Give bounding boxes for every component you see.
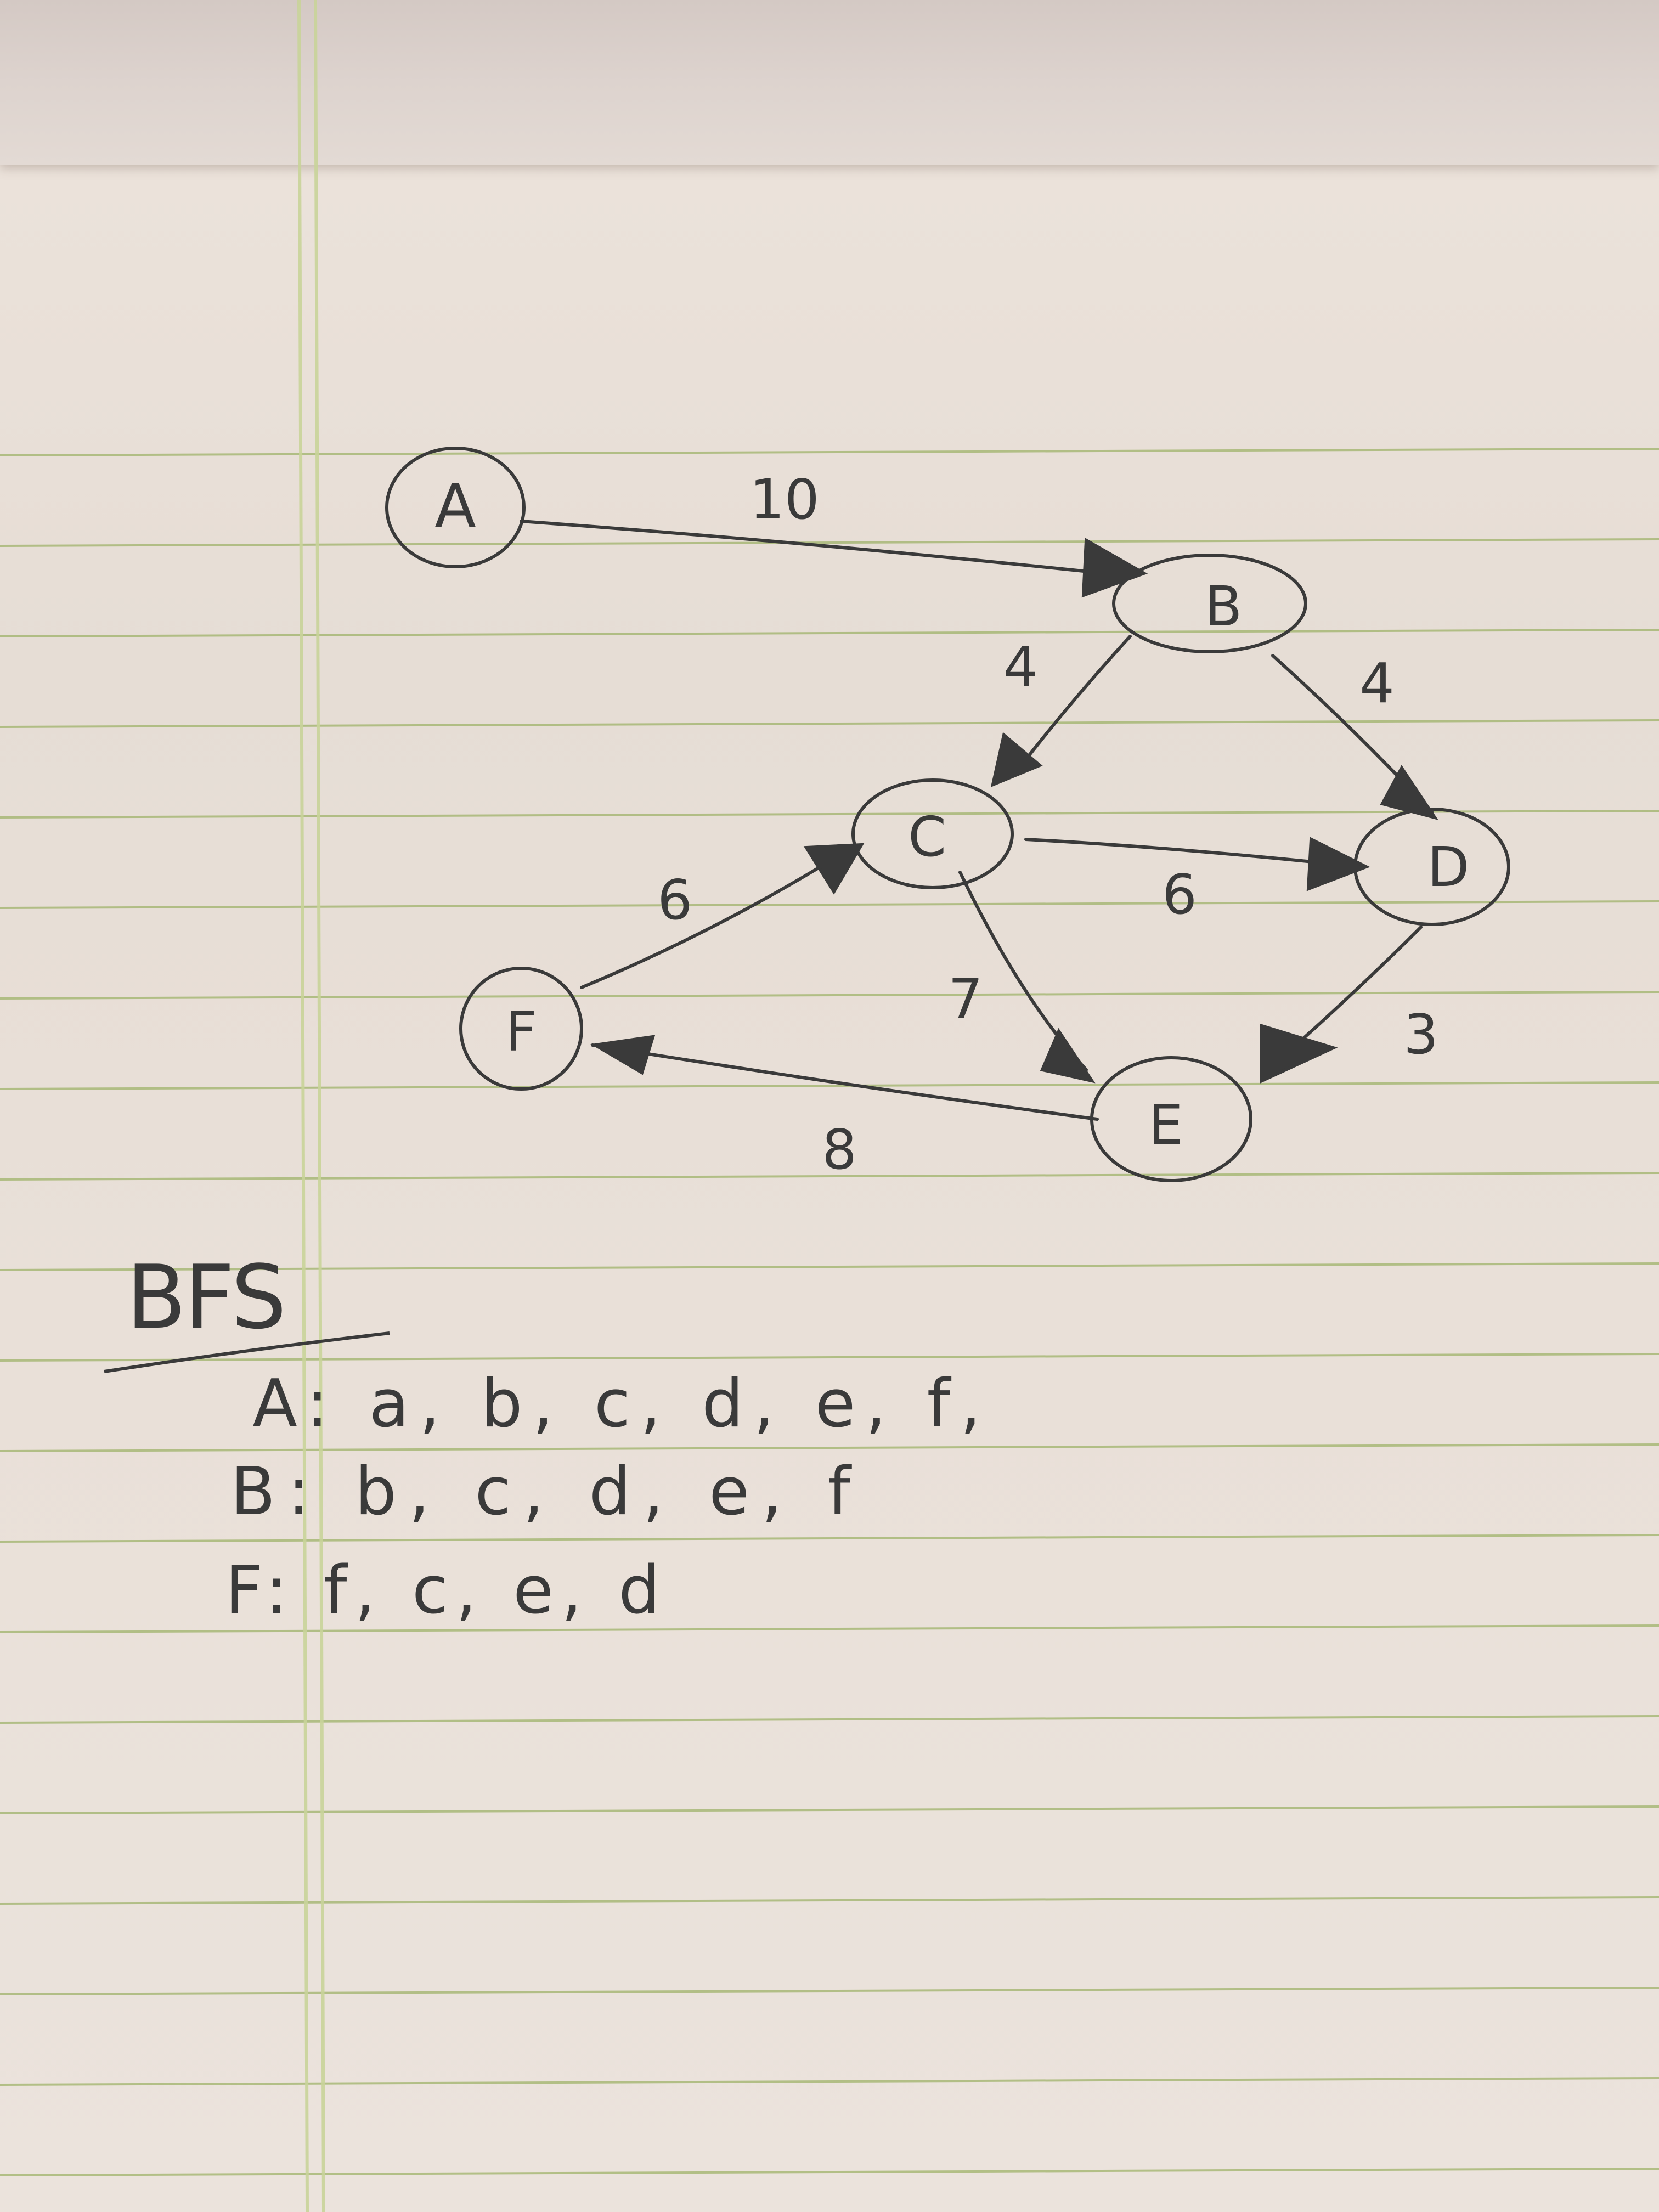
rule-line — [0, 1896, 1659, 1905]
node-d-circle — [1353, 808, 1510, 926]
rule-line — [0, 1081, 1659, 1090]
rule-line — [0, 1987, 1659, 1995]
node-f-label: F — [505, 1000, 537, 1064]
edge-a-b-arrowhead — [1081, 537, 1148, 598]
rule-line — [0, 1262, 1659, 1271]
rule-line — [0, 2168, 1659, 2176]
node-b-label: B — [1205, 574, 1243, 639]
edge-c-d-arrowhead — [1306, 837, 1370, 891]
weight-f-c: 6 — [657, 868, 692, 932]
weight-b-c: 4 — [1003, 635, 1038, 699]
rule-line — [0, 448, 1659, 456]
weight-d-e: 3 — [1403, 1002, 1438, 1066]
weight-a-b: 10 — [749, 467, 819, 532]
notes-heading: BFS — [126, 1246, 285, 1348]
node-a-label: A — [435, 471, 476, 541]
margin-line — [297, 0, 309, 2212]
edge-f-c — [580, 857, 836, 989]
node-d-label: D — [1427, 835, 1469, 899]
node-labels: A B C D E F — [435, 471, 1469, 1157]
rule-line — [0, 900, 1659, 909]
node-e-circle — [1090, 1056, 1252, 1182]
rule-line — [0, 1624, 1659, 1633]
edge-weights: 10 4 4 6 7 3 8 6 — [657, 467, 1438, 1182]
notes-heading-underline — [104, 1331, 390, 1373]
edge-b-c-arrowhead — [990, 732, 1043, 787]
notes-line-b: B: b, c, d, e, f — [230, 1454, 862, 1530]
rule-line — [0, 2077, 1659, 2086]
node-a-circle — [385, 447, 526, 568]
weight-b-d: 4 — [1359, 651, 1395, 715]
weight-c-d: 6 — [1162, 862, 1197, 927]
edges — [520, 520, 1438, 1121]
margin-line — [314, 0, 325, 2212]
node-c-circle — [851, 778, 1014, 889]
edge-e-f — [591, 1043, 1099, 1121]
notes-line-f: F: f, c, e, d — [225, 1553, 668, 1629]
rule-line — [0, 538, 1659, 547]
rule-line — [0, 1715, 1659, 1724]
node-e-label: E — [1148, 1093, 1183, 1157]
node-f-circle — [459, 967, 583, 1091]
bfs-notes: BFS A: a, b, c, d, e, f, B: b, c, d, e, … — [104, 1246, 991, 1629]
weight-e-f: 8 — [822, 1118, 857, 1182]
edge-c-e-arrowhead — [1040, 1028, 1096, 1084]
weight-c-e: 7 — [948, 967, 983, 1031]
edge-a-b — [520, 520, 1132, 578]
rule-line — [0, 1353, 1659, 1362]
rule-line — [0, 719, 1659, 728]
rule-line — [0, 1805, 1659, 1814]
node-b-circle — [1112, 554, 1307, 653]
rule-line — [0, 810, 1659, 819]
rule-line — [0, 1443, 1659, 1452]
edge-d-e-arrowhead — [1260, 1023, 1338, 1084]
notes-line-a: A: a, b, c, d, e, f, — [252, 1366, 991, 1442]
node-c-label: C — [908, 805, 946, 869]
rule-line — [0, 1172, 1659, 1181]
edge-f-c-arrowhead — [803, 843, 865, 895]
rule-line — [0, 629, 1659, 637]
edge-e-f-arrowhead — [590, 1035, 656, 1075]
folded-paper-edge — [0, 0, 1659, 165]
rule-line — [0, 1534, 1659, 1543]
nodes — [385, 447, 1510, 1182]
rule-line — [0, 991, 1659, 1000]
